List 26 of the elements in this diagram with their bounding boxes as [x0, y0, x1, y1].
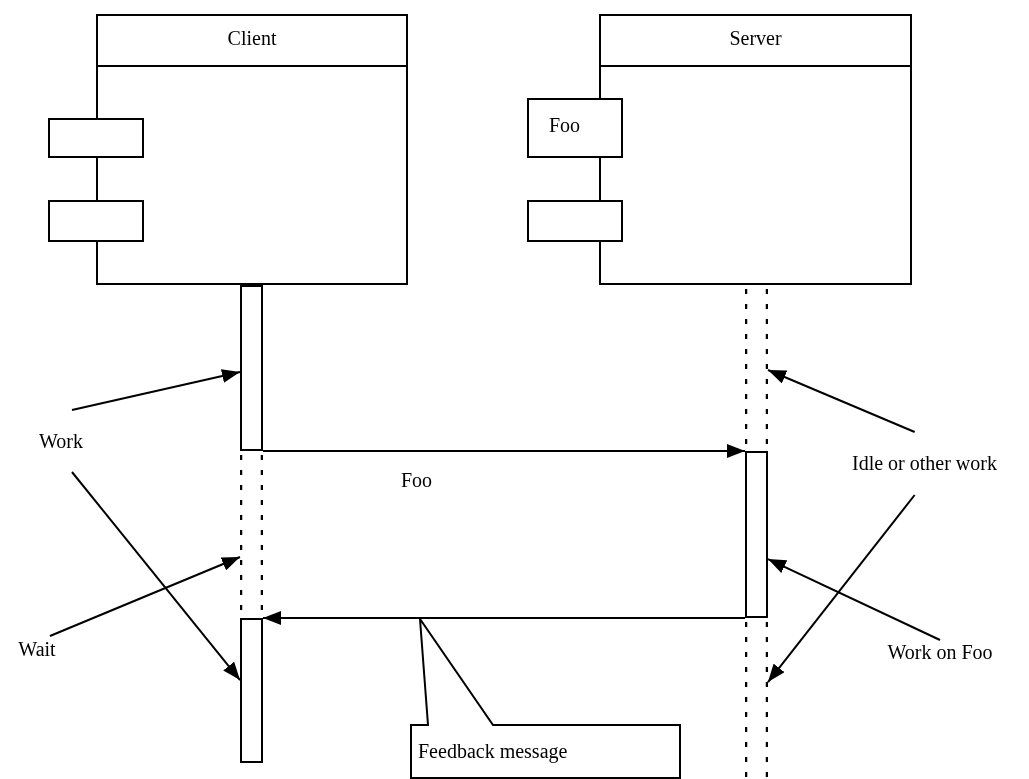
leader-arrow: [70, 471, 241, 682]
activation-bar: [240, 285, 263, 451]
annotation-text: Work: [30, 410, 92, 472]
port-box: [48, 118, 144, 158]
component-box: [96, 14, 408, 285]
callout-text: Feedback message: [418, 740, 568, 763]
callout-box: [410, 617, 681, 779]
leader-arrow: [767, 369, 916, 433]
leader-arrow: [262, 611, 746, 625]
leader-arrow: [767, 494, 916, 684]
port-box: [527, 98, 623, 158]
message-arrow: [262, 444, 746, 458]
port-box: [527, 200, 623, 242]
component-box: [599, 14, 912, 285]
port-label: Foo: [549, 114, 581, 137]
component-title: Client: [98, 16, 406, 67]
annotation-text: Work on Foo: [862, 640, 1018, 664]
leader-arrow: [70, 369, 241, 411]
annotation-text: Idle or other work: [822, 432, 1027, 495]
leader-arrow: [48, 556, 241, 637]
leader-arrow: [767, 558, 941, 641]
component-title: Server: [601, 16, 910, 67]
port-box: [48, 200, 144, 242]
activation-bar: [745, 451, 768, 618]
activation-bar: [240, 618, 263, 763]
annotation-text: Wait: [10, 636, 64, 662]
